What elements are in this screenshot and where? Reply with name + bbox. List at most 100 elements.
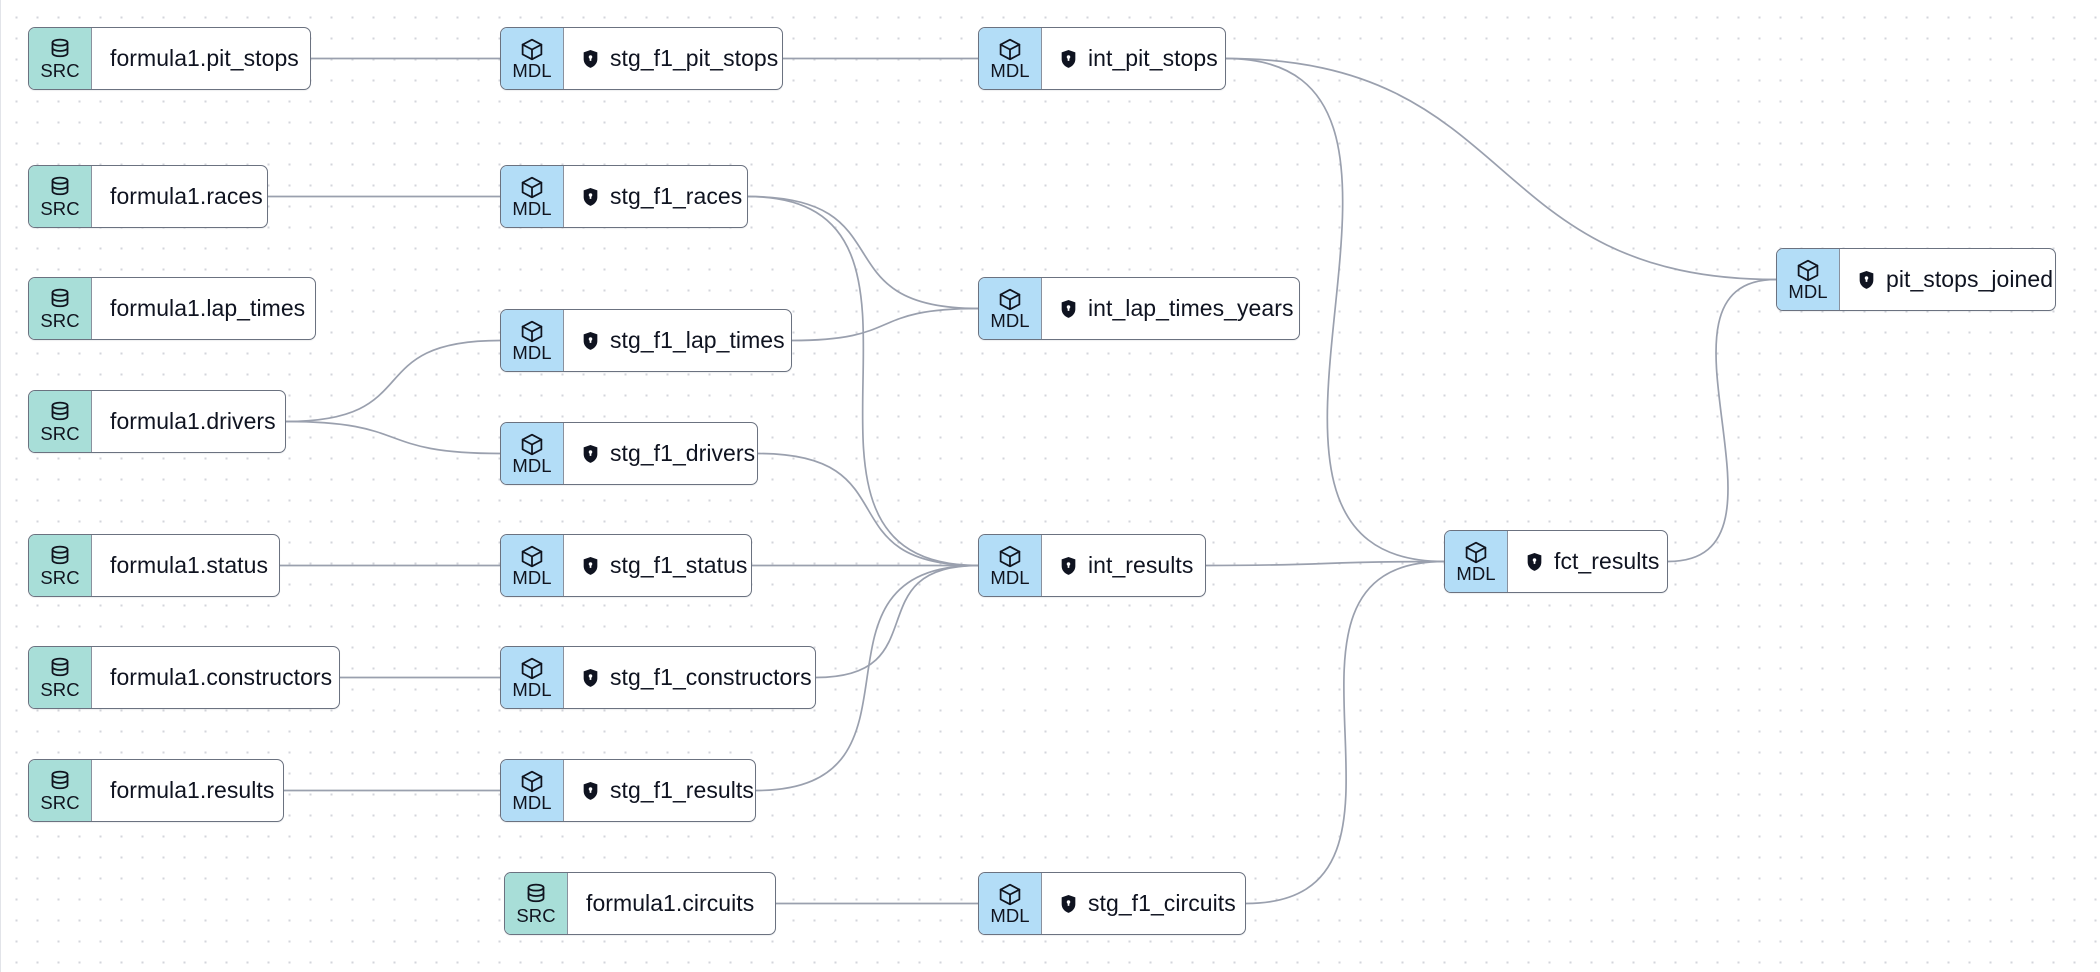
lineage-node-src_lap_times[interactable]: SRC formula1.lap_times <box>28 277 316 340</box>
node-label: stg_f1_pit_stops <box>610 45 779 71</box>
node-label: formula1.pit_stops <box>110 45 299 71</box>
node-label: stg_f1_circuits <box>1088 890 1236 916</box>
source-badge: SRC <box>29 278 92 339</box>
lineage-node-stg_results[interactable]: MDL stg_f1_results <box>500 759 756 822</box>
node-label: stg_f1_races <box>610 183 743 209</box>
badge-label: MDL <box>512 792 552 813</box>
model-badge: MDL <box>501 166 564 227</box>
shield-icon <box>583 445 598 463</box>
lineage-node-int_lap_times_years[interactable]: MDL int_lap_times_years <box>978 277 1300 340</box>
node-body: formula1.drivers <box>92 391 285 452</box>
cube-icon <box>521 320 543 343</box>
badge-label: SRC <box>40 679 80 700</box>
node-label: pit_stops_joined <box>1886 266 2054 292</box>
node-body: int_results <box>1042 535 1205 596</box>
model-badge: MDL <box>1445 531 1508 592</box>
node-label: int_results <box>1088 552 1194 578</box>
node-body: stg_f1_pit_stops <box>564 28 782 89</box>
database-cylinder-icon <box>51 401 69 421</box>
badge-label: MDL <box>512 679 552 700</box>
cube-icon <box>521 657 543 680</box>
badge-label: SRC <box>40 792 80 813</box>
cube-icon <box>999 883 1021 906</box>
lineage-node-src_races[interactable]: SRC formula1.races <box>28 165 268 228</box>
shield-icon <box>583 188 598 206</box>
lineage-node-stg_status[interactable]: MDL stg_f1_status <box>500 534 752 597</box>
edge-int_results-to-fct_results <box>1205 560 1445 567</box>
lineage-node-stg_races[interactable]: MDL stg_f1_races <box>500 165 748 228</box>
edge-stg_lap_times-to-int_lap_times_years <box>791 307 979 342</box>
shield-icon <box>1061 50 1076 68</box>
node-body: pit_stops_joined <box>1840 249 2055 310</box>
node-body: formula1.pit_stops <box>92 28 310 89</box>
badge-label: MDL <box>990 310 1030 331</box>
node-label: formula1.status <box>110 552 268 578</box>
node-body: stg_f1_results <box>564 760 755 821</box>
lineage-node-src_status[interactable]: SRC formula1.status <box>28 534 280 597</box>
model-badge: MDL <box>501 28 564 89</box>
node-label: int_lap_times_years <box>1088 295 1294 321</box>
shield-icon <box>583 669 598 687</box>
badge-label: SRC <box>40 60 80 81</box>
node-body: formula1.results <box>92 760 283 821</box>
model-badge: MDL <box>979 873 1042 934</box>
model-badge: MDL <box>979 535 1042 596</box>
badge-label: MDL <box>1788 281 1828 302</box>
model-badge: MDL <box>501 310 564 371</box>
cube-icon <box>521 433 543 456</box>
cube-icon <box>999 288 1021 311</box>
lineage-node-src_circuits[interactable]: SRC formula1.circuits <box>504 872 776 935</box>
cube-icon <box>999 545 1021 568</box>
badge-label: MDL <box>990 905 1030 926</box>
database-cylinder-icon <box>527 883 545 903</box>
badge-label: SRC <box>40 198 80 219</box>
badge-label: SRC <box>516 905 556 926</box>
lineage-node-src_constructors[interactable]: SRC formula1.constructors <box>28 646 340 709</box>
edge-stg_races-to-int_results <box>747 195 979 567</box>
shield-icon <box>1061 300 1076 318</box>
node-body: formula1.races <box>92 166 267 227</box>
badge-label: SRC <box>40 310 80 331</box>
source-badge: SRC <box>29 391 92 452</box>
node-body: stg_f1_races <box>564 166 747 227</box>
model-badge: MDL <box>501 647 564 708</box>
node-body: stg_f1_lap_times <box>564 310 791 371</box>
shield-icon <box>1527 553 1542 571</box>
badge-label: MDL <box>990 567 1030 588</box>
database-cylinder-icon <box>51 545 69 565</box>
node-body: formula1.lap_times <box>92 278 315 339</box>
node-label: stg_f1_status <box>610 552 748 578</box>
source-badge: SRC <box>29 647 92 708</box>
lineage-node-int_results[interactable]: MDL int_results <box>978 534 1206 597</box>
node-body: formula1.constructors <box>92 647 339 708</box>
lineage-node-stg_constructors[interactable]: MDL stg_f1_constructors <box>500 646 816 709</box>
node-body: formula1.circuits <box>568 873 775 934</box>
lineage-node-stg_circuits[interactable]: MDL stg_f1_circuits <box>978 872 1246 935</box>
database-cylinder-icon <box>51 288 69 308</box>
node-body: stg_f1_constructors <box>564 647 815 708</box>
lineage-node-pit_stops_joined[interactable]: MDL pit_stops_joined <box>1776 248 2056 311</box>
source-badge: SRC <box>29 535 92 596</box>
badge-label: MDL <box>512 60 552 81</box>
node-body: int_lap_times_years <box>1042 278 1299 339</box>
lineage-node-stg_pit_stops[interactable]: MDL stg_f1_pit_stops <box>500 27 783 90</box>
edge-fct_results-to-pit_stops_joined <box>1667 278 1777 563</box>
lineage-node-src_results[interactable]: SRC formula1.results <box>28 759 284 822</box>
edge-src_drivers-to-stg_lap_times <box>285 339 501 423</box>
badge-label: SRC <box>40 567 80 588</box>
lineage-node-src_pit_stops[interactable]: SRC formula1.pit_stops <box>28 27 311 90</box>
badge-label: MDL <box>990 60 1030 81</box>
cube-icon <box>521 38 543 61</box>
model-badge: MDL <box>501 535 564 596</box>
shield-icon <box>583 332 598 350</box>
node-label: formula1.circuits <box>586 890 755 916</box>
model-badge: MDL <box>979 28 1042 89</box>
node-label: formula1.constructors <box>110 664 333 690</box>
